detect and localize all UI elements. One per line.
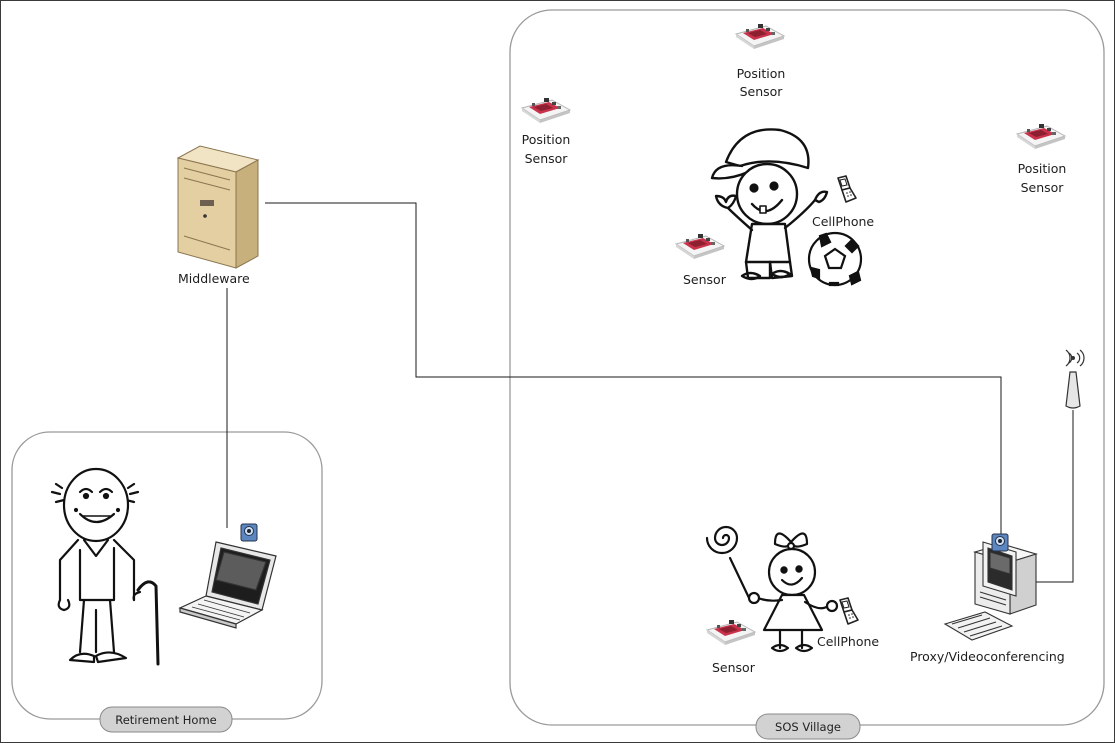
boy-sensor-icon (675, 233, 725, 260)
girl-cellphone-icon (839, 597, 859, 625)
desktop-computer-icon (943, 541, 1038, 641)
position-sensor-label-3a: Position (1018, 161, 1067, 176)
boy-cellphone-icon (837, 175, 857, 203)
boy-cellphone-label: CellPhone (812, 214, 874, 229)
girl-cellphone-label: CellPhone (817, 634, 879, 649)
laptop-webcam-icon (240, 523, 258, 542)
sos-village-zone-label: SOS Village (755, 713, 861, 740)
position-sensor-label-3b: Sensor (1021, 180, 1065, 195)
girl-figure-icon (705, 525, 839, 653)
position-sensor-label-1a: Position (737, 66, 786, 81)
proxy-to-antenna-link (1035, 410, 1074, 583)
position-sensor-icon-1 (735, 23, 785, 50)
position-sensor-label-2a: Position (522, 132, 571, 147)
position-sensor-icon-3 (1016, 123, 1066, 150)
boy-figure-icon (710, 128, 829, 281)
retirement-home-zone-label: Retirement Home (99, 706, 233, 733)
position-sensor-icon-2 (521, 97, 571, 124)
laptop-icon (178, 541, 277, 629)
boy-sensor-label: Sensor (683, 272, 727, 287)
proxy-webcam-icon (991, 533, 1009, 552)
elderly-man-figure-icon (50, 467, 160, 666)
proxy-label: Proxy/Videoconferencing (910, 649, 1065, 664)
antenna-icon (1065, 349, 1085, 409)
svg-text:SOS Village: SOS Village (775, 720, 841, 734)
position-sensor-label-2b: Sensor (525, 151, 569, 166)
position-sensor-label-1b: Sensor (740, 84, 784, 99)
server-icon (176, 145, 260, 269)
girl-sensor-icon (706, 619, 756, 646)
retirement-home-zone (11, 431, 323, 720)
middleware-to-proxy-link (265, 202, 1002, 538)
soccer-ball-icon (807, 231, 863, 287)
middleware-label: Middleware (178, 271, 250, 286)
girl-sensor-label: Sensor (712, 660, 756, 675)
svg-text:Retirement Home: Retirement Home (115, 713, 217, 727)
